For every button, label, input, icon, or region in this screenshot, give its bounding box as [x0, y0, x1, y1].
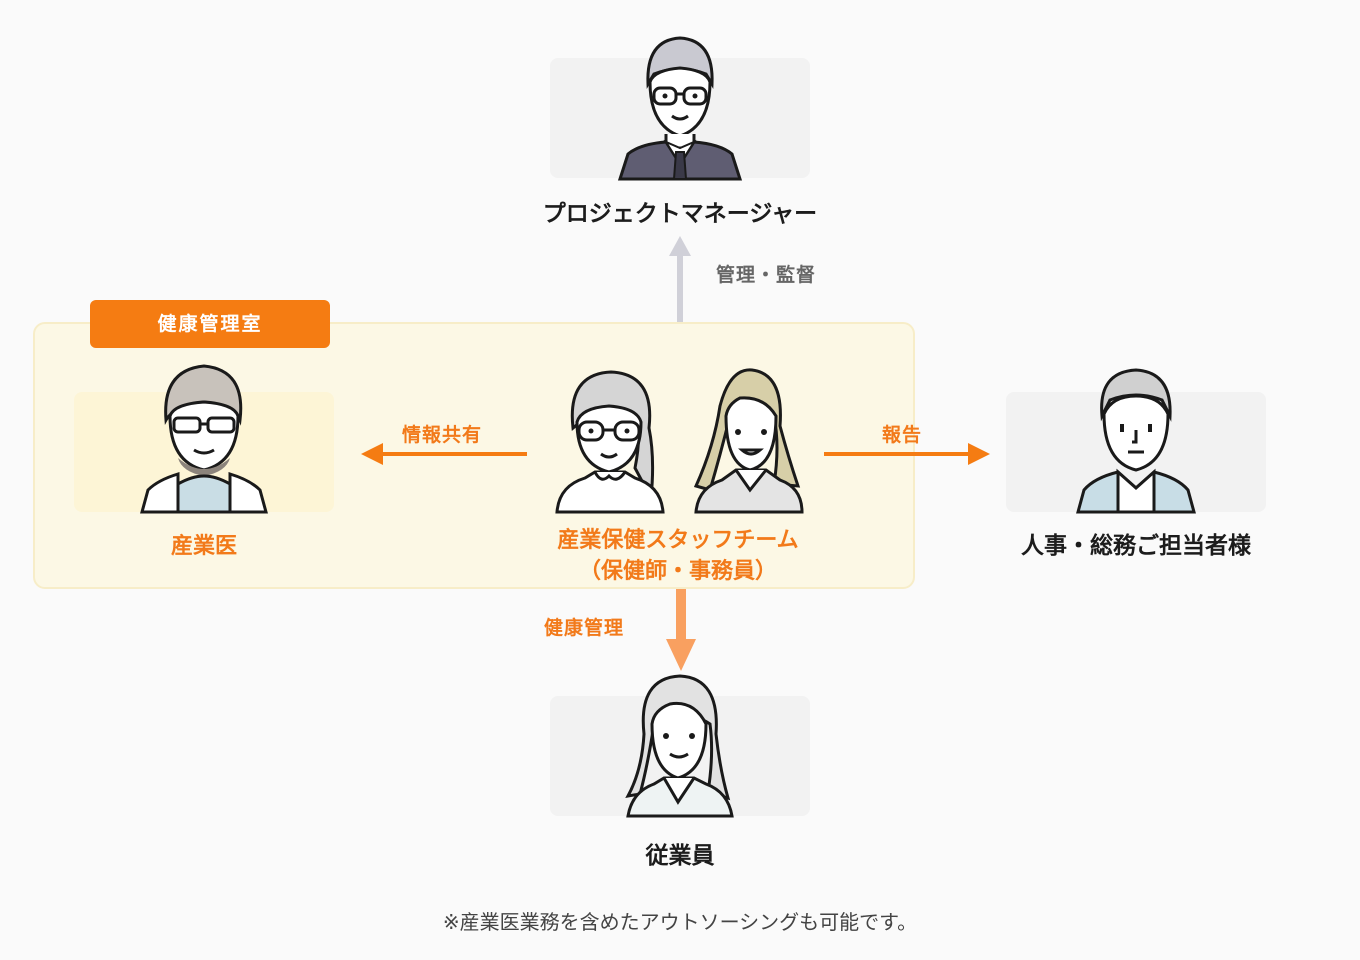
nurse-avatar-icon [555, 370, 665, 514]
hr-man-avatar-icon [1076, 368, 1196, 514]
info-share-label: 情報共有 [402, 424, 483, 446]
hr-label: 人事・総務ご担当者様 [1021, 533, 1251, 559]
project-manager-label: プロジェクトマネージャー [542, 201, 818, 227]
businessman-avatar-icon [617, 36, 743, 181]
health-mgmt-label: 健康管理 [544, 617, 625, 639]
doctor-avatar-icon [140, 364, 268, 514]
management-label: 管理・監督 [716, 264, 817, 286]
clerk-avatar-icon [693, 368, 804, 514]
physician-label: 産業医 [170, 534, 237, 559]
staff-team-label: 産業保健スタッフチーム [557, 528, 799, 553]
health-mgmt-arrow [666, 589, 696, 671]
employee-avatar-icon [625, 674, 734, 818]
report-arrow [824, 443, 990, 465]
info-share-arrow [361, 443, 527, 465]
footnote: ※産業医業務を含めたアウトソーシングも可能です。 [442, 910, 918, 934]
staff-team-sublabel: （保健師・事務員） [578, 559, 777, 584]
employee-label: 従業員 [645, 843, 715, 869]
health-room-tag: 健康管理室 [90, 300, 330, 348]
report-label: 報告 [882, 424, 923, 446]
